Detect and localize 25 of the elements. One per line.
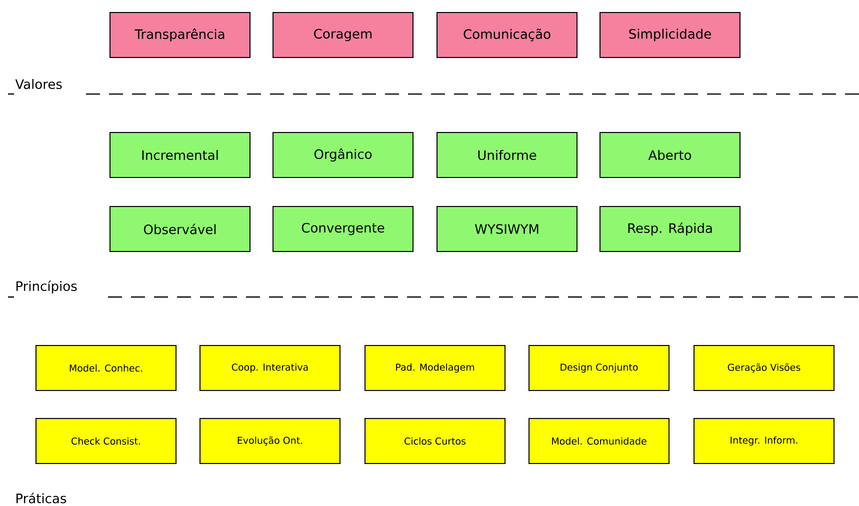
text-box: Geração Visões [694,345,834,391]
text-box: Comunicação [436,12,578,58]
text-box: Model. Comunidade [528,418,670,464]
text-box: Uniforme [436,132,578,178]
text-box: Pad. Modelagem [364,345,506,391]
layer-label: Práticas [16,492,66,504]
text-box: Model. Conhec. [36,345,176,391]
text-box: Aberto [600,132,740,178]
text-box: Coop. Interativa [200,345,340,391]
text-box: Orgânico [272,132,414,178]
text-box: Resp. Rápida [600,206,740,252]
layer-label: Valores [15,78,62,90]
text-box: Observável [110,206,250,252]
text-box: Check Consist. [36,418,176,464]
text-box: Coragem [272,12,414,58]
layer-label: Princípios [16,280,77,294]
text-box: Convergente [272,206,414,252]
text-box: Design Conjunto [528,345,670,391]
text-box: Ciclos Curtos [364,418,506,464]
text-box: Transparência [110,12,250,58]
text-box: Evolução Ont. [200,418,340,464]
text-box: WYSIWYM [436,206,578,252]
text-box: Integr. Inform. [694,418,834,464]
text-box: Simplicidade [600,12,740,58]
text-box: Incremental [110,132,250,178]
